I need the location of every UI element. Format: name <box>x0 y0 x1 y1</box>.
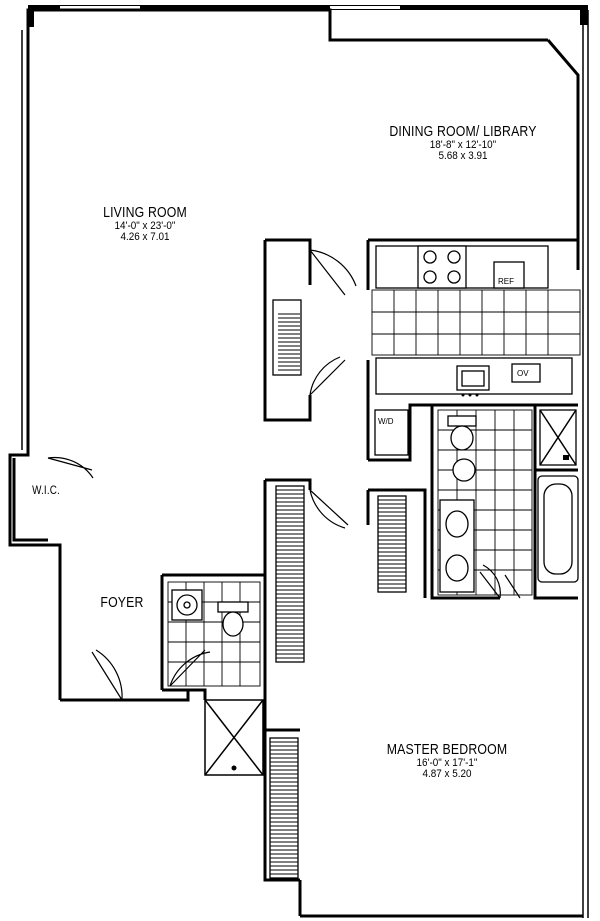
powder-toilet-icon <box>217 601 249 637</box>
stove-icon <box>417 245 467 289</box>
master-bedroom-dim-metric: 4.87 x 5.20 <box>422 768 472 781</box>
dining-room-dim-metric: 5.68 x 3.91 <box>438 150 488 163</box>
double-sink-icon <box>445 510 469 582</box>
bathtub-icon <box>537 475 579 583</box>
living-room-label: LIVING ROOM 14'-0" x 23'-0" 4.26 x 7.01 <box>70 205 220 244</box>
kitchen-sink-icon <box>456 365 490 391</box>
dining-room-label: DINING ROOM/ LIBRARY 18'-8" x 12'-10" 5.… <box>338 124 588 163</box>
master-bedroom-name: MASTER BEDROOM <box>386 741 508 758</box>
powder-sink-icon <box>171 589 203 621</box>
exterior-walls <box>8 5 589 918</box>
shower-icon <box>539 409 577 466</box>
living-room-name: LIVING ROOM <box>103 204 187 221</box>
oven-label: OV <box>517 369 529 378</box>
detail-marks <box>231 393 569 771</box>
wic-label: W.I.C. <box>22 484 70 497</box>
foyer-label: FOYER <box>82 595 162 611</box>
refrigerator-icon <box>493 261 525 289</box>
living-room-dim-imperial: 14'-0" x 23'-0" <box>114 219 176 232</box>
master-bedroom-label: MASTER BEDROOM 16'-0" x 17'-1" 4.87 x 5.… <box>342 742 552 781</box>
living-room-dim-metric: 4.26 x 7.01 <box>120 231 170 244</box>
foyer-name: FOYER <box>100 594 144 611</box>
wic-name: W.I.C. <box>32 483 60 497</box>
closet-rods <box>269 485 407 879</box>
doors <box>47 249 521 701</box>
closet-hatching <box>270 313 406 875</box>
dining-room-dim-imperial: 18'-8" x 12'-10" <box>429 138 497 151</box>
toilet-icon <box>447 415 477 451</box>
master-bedroom-dim-imperial: 16'-0" x 17'-1" <box>416 756 478 769</box>
dining-room-name: DINING ROOM/ LIBRARY <box>389 123 537 140</box>
bidet-icon <box>452 458 476 482</box>
oven-icon <box>511 363 541 383</box>
refrigerator-label: REF <box>498 277 514 286</box>
washer-dryer-label: W/D <box>378 417 394 426</box>
